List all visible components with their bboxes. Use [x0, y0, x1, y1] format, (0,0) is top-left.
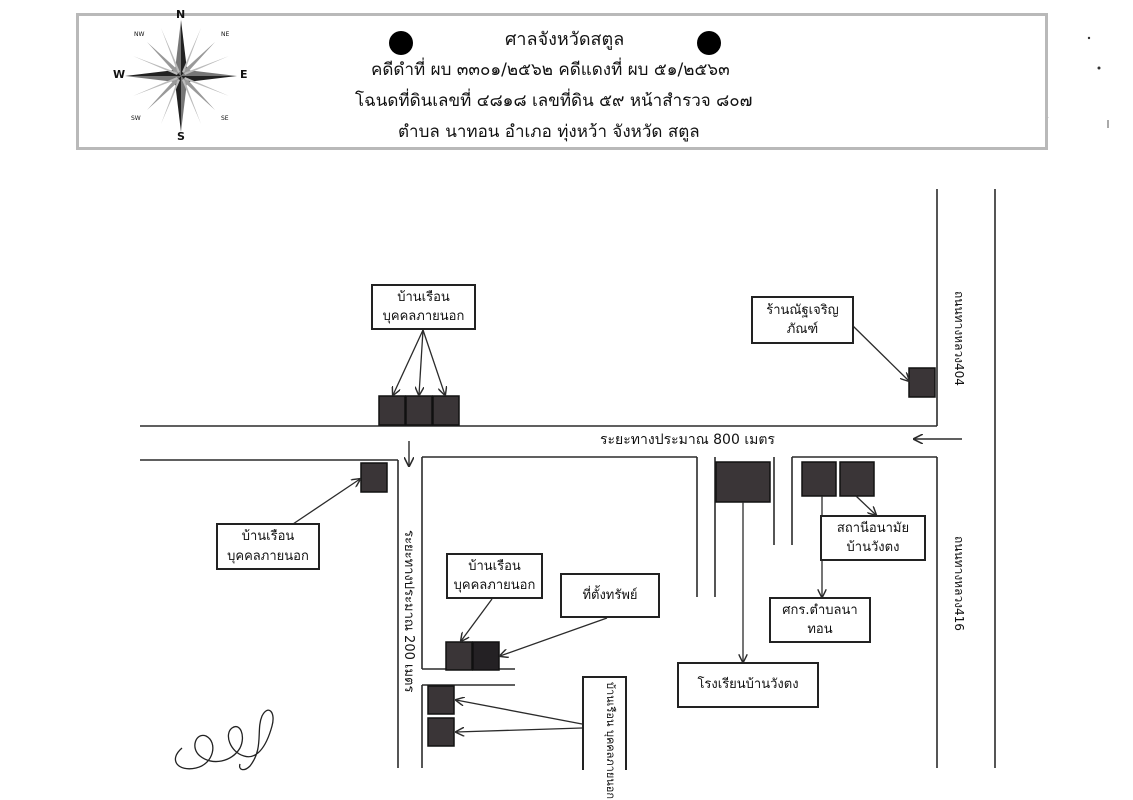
label-house-top: บ้านเรือน บุคคลภายนอก — [371, 284, 476, 330]
building-bottom-2 — [427, 717, 455, 747]
label-house-bottom: บ้านเรือน บุคคลภายนอก — [582, 676, 627, 799]
pointer-property — [500, 617, 608, 656]
compass-n: N — [176, 8, 186, 21]
building-school — [715, 461, 771, 503]
label-text: ภัณฑ์ — [786, 322, 819, 337]
label-text: บุคคลภายนอก — [227, 548, 309, 564]
label-text: บ้านเรือน — [241, 529, 295, 544]
redaction-dot-left — [389, 31, 413, 55]
label-house-left: บ้านเรือน บุคคลภายนอก — [216, 523, 320, 570]
label-shop: ร้านณัฐเจริญ ภัณฑ์ — [751, 296, 854, 344]
compass-rose-icon — [125, 20, 237, 132]
label-text: บ้านเรือน — [468, 558, 521, 574]
compass-w: W — [113, 68, 126, 81]
pointer-bottom-2 — [456, 728, 583, 732]
label-text: บุคคลภายนอก — [382, 309, 465, 324]
pointer-mid — [461, 598, 493, 641]
header-panel — [76, 13, 1048, 150]
road-416-label: ถนนทางหลวง416 — [952, 536, 966, 631]
pointer-shop — [851, 324, 909, 381]
pointer-bottom-1 — [456, 700, 583, 725]
label-text: บ้านเรือน — [397, 289, 450, 305]
label-house-mid: บ้านเรือน บุคคลภายนอก — [446, 553, 543, 599]
building-mid — [445, 641, 473, 671]
compass-sw: SW — [131, 115, 141, 122]
header-case-numbers: คดีดำที่ ผบ ๓๓๐๑/๒๕๖๒ คดีแดงที่ ผบ ๕๑/๒๕… — [371, 60, 730, 80]
roads — [140, 189, 996, 768]
pointer-top-3 — [422, 329, 445, 395]
pointer-left — [292, 479, 360, 525]
header-location: ตำบล นาทอน อำเภอ ทุ่งหว้า จังหวัด สตูล — [398, 122, 700, 142]
building-top-1 — [378, 395, 406, 426]
building-left — [360, 462, 388, 493]
label-text: บุคคลภายนอก — [453, 578, 536, 593]
distance-800m-label: ระยะทางประมาณ 800 เมตร — [600, 432, 775, 448]
signature — [174, 709, 274, 771]
label-text: ร้านณัฐเจริญ — [766, 302, 839, 318]
header-court: ศาลจังหวัดสตูล — [505, 29, 625, 50]
building-shop — [908, 367, 936, 398]
redaction-dot-right — [697, 31, 721, 55]
label-text: ที่ตั้งทรัพย์ — [582, 587, 638, 603]
header-deed-info: โฉนดที่ดินเลขที่ ๔๘๑๘ เลขที่ดิน ๕๙ หน้าส… — [355, 91, 753, 111]
compass-ne: NE — [221, 31, 230, 38]
scan-mark — [1097, 66, 1101, 70]
label-text: บ้านวังตง — [846, 540, 900, 555]
pointer-health — [855, 495, 876, 515]
compass-se: SE — [221, 115, 229, 122]
building-health-1 — [801, 461, 837, 497]
label-property: ที่ตั้งทรัพย์ — [560, 573, 660, 618]
scan-mark — [1039, 89, 1109, 128]
building-bottom-1 — [427, 685, 455, 715]
label-text: โรงเรียนบ้านวังตง — [697, 677, 799, 693]
label-health-center: สถานีอนามัย บ้านวังตง — [820, 515, 926, 561]
label-text: สถานีอนามัย — [836, 520, 910, 536]
pointer-top-2 — [419, 329, 423, 395]
compass-nw: NW — [134, 31, 145, 38]
building-top-3 — [432, 395, 460, 426]
compass-e: E — [240, 68, 248, 81]
pointer-top-1 — [393, 329, 424, 395]
label-school: โรงเรียนบ้านวังตง — [677, 662, 819, 708]
scan-mark — [1087, 36, 1091, 40]
label-text: ศกร.ตำบลนา — [782, 602, 858, 618]
road-404-label: ถนนทางหลวง404 — [952, 291, 966, 386]
building-health-2 — [839, 461, 875, 497]
label-text: ทอน — [807, 622, 833, 637]
compass-s: S — [177, 130, 185, 143]
label-child-center: ศกร.ตำบลนา ทอน — [769, 597, 871, 643]
building-top-2 — [405, 395, 433, 426]
building-property — [472, 641, 500, 671]
label-text: บ้านเรือน บุคคลภายนอก — [604, 682, 617, 800]
distance-200m-label: ระยะทางประมาณ 200 เมตร — [401, 530, 416, 693]
